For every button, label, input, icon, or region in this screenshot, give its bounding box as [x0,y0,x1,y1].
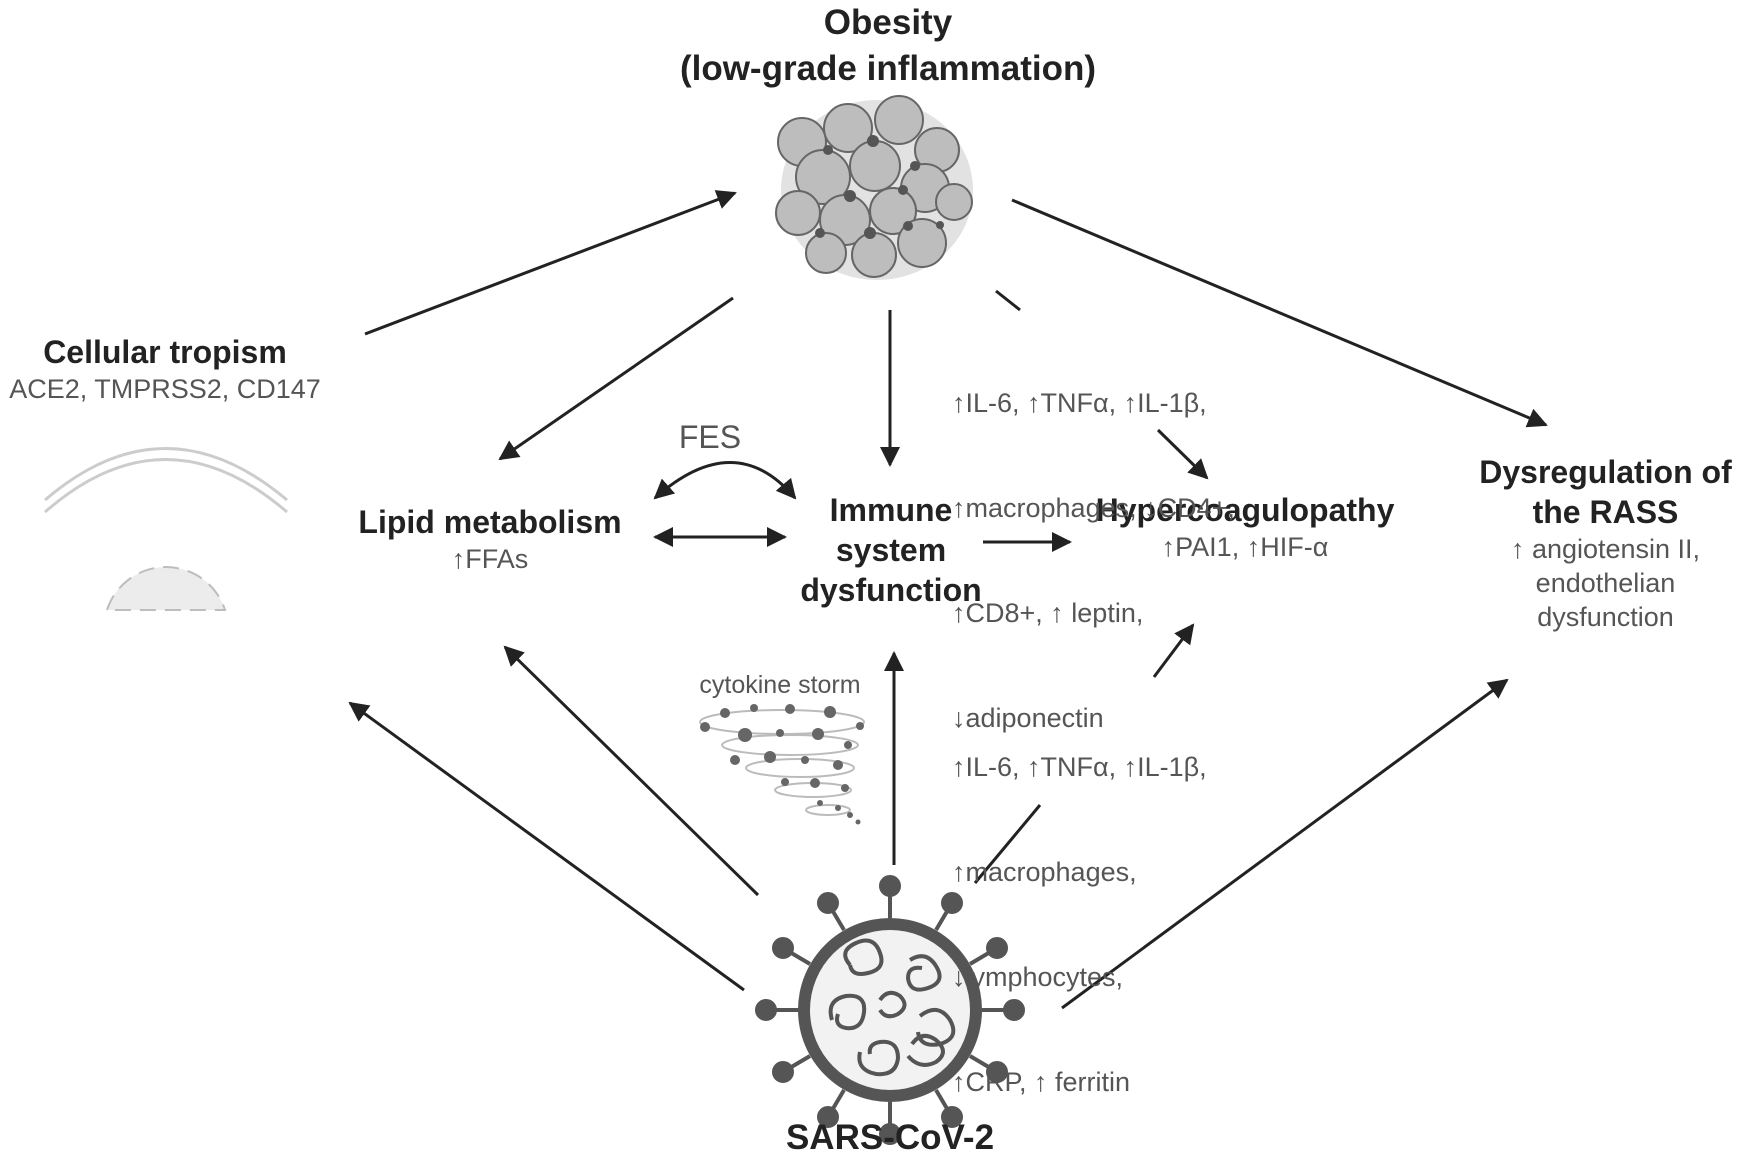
adipose-tissue-icon [775,95,973,280]
sars-marker-line: ↑macrophages, [952,857,1137,887]
hypercoagulopathy-node: Hypercoagulopathy ↑PAI1, ↑HIF-α [1075,490,1415,564]
rass-node: Dysregulation of the RASS ↑ angiotensin … [1465,452,1746,634]
obesity-marker-line: ↑macrophages, ↓CD4+, [952,493,1235,523]
obesity-marker-line: ↑IL-6, ↑TNFα, ↑IL-1β, [952,388,1207,418]
sars-cov-2-title: SARS-CoV-2 [785,1118,995,1157]
obesity-title-line2: (low-grade inflammation) [679,49,1097,88]
immune-system-line1: Immune [829,492,953,528]
hypercoagulopathy-title: Hypercoagulopathy [1095,492,1395,528]
arrow-sars-to-tropism [348,701,745,992]
lipid-metabolism-detail: ↑FFAs [451,544,529,574]
rass-title-line1: Dysregulation of [1479,454,1732,490]
rass-detail-line1: ↑ angiotensin II, [1510,534,1701,564]
obesity-title: Obesity (low-grade inflammation) [603,0,1173,92]
hypercoagulopathy-detail: ↑PAI1, ↑HIF-α [1161,532,1329,562]
arrow-fes-curve [653,461,797,500]
cell-membrane-icon [44,447,288,611]
arrow-obesity-to-rass [1011,198,1548,428]
arrow-tropism-to-obesity [364,190,737,336]
lipid-metabolism-node: Lipid metabolism ↑FFAs [330,502,650,576]
sars-markers: ↑IL-6, ↑TNFα, ↑IL-1β, ↑macrophages, ↓lym… [952,680,1207,1135]
arrow-obesity-markers-start [995,289,1021,312]
arrow-sars-to-rass [1061,678,1509,1010]
sars-marker-line: ↑IL-6, ↑TNFα, ↑IL-1β, [952,752,1207,782]
sars-marker-line: ↑CRP, ↑ ferritin [952,1067,1131,1097]
immune-system-line3: dysfunction [800,572,982,608]
obesity-marker-line: ↓adiponectin [952,703,1104,733]
immune-system-line2: system [835,532,947,568]
cellular-tropism-receptors: ACE2, TMPRSS2, CD147 [9,374,321,404]
cytokine-storm-icon [699,704,865,825]
fes-label: FES [678,419,742,455]
rass-title-line2: the RASS [1532,494,1679,530]
coronavirus-icon [755,875,1025,1145]
immune-system-node: Immune system dysfunction [770,490,1012,610]
rass-detail-line3: dysfunction [1537,602,1674,632]
arrow-sars-markers-start [973,804,1042,884]
arrow-sars-to-lipid [503,645,760,897]
obesity-title-line1: Obesity [823,3,953,42]
obesity-markers: ↑IL-6, ↑TNFα, ↑IL-1β, ↑macrophages, ↓CD4… [952,316,1235,771]
arrow-sars-markers-to-hyper [1152,623,1195,678]
cellular-tropism-title: Cellular tropism [43,334,287,370]
arrow-obesity-markers-to-hyper [1156,428,1209,480]
rass-detail-line2: endothelian [1535,568,1676,598]
cytokine-storm-label: cytokine storm [699,671,861,699]
cellular-tropism-node: Cellular tropism ACE2, TMPRSS2, CD147 [0,332,330,406]
arrow-obesity-to-lipid [498,296,734,461]
sars-marker-line: ↓lymphocytes, [952,962,1124,992]
obesity-marker-line: ↑CD8+, ↑ leptin, [952,598,1144,628]
lipid-metabolism-title: Lipid metabolism [358,504,622,540]
